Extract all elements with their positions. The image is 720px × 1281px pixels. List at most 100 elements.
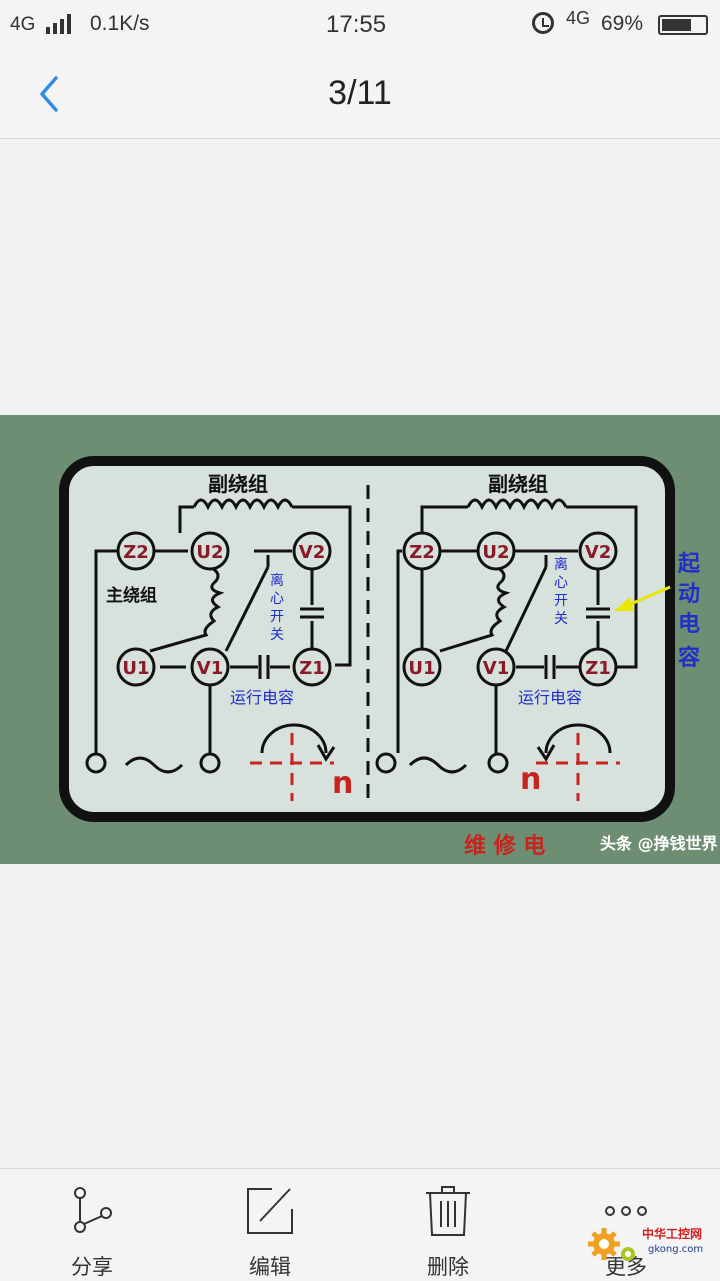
switch-char: 关 bbox=[554, 611, 568, 627]
watermark-white: 头条 @挣钱世界 bbox=[600, 834, 718, 853]
right-terminals: Z2 U2 V2 U1 V1 Z1 bbox=[402, 531, 618, 687]
net-speed: 0.1K/s bbox=[90, 12, 150, 35]
terminal-circle bbox=[476, 531, 516, 571]
status-bar: 4G 0.1K/s 17:55 4G 69% bbox=[0, 0, 720, 50]
run-cap-label: 运行电容 bbox=[518, 688, 582, 707]
photo-viewer[interactable]: Z2 U2 V2 U1 V1 Z1 副绕组 主绕组 离 心 开 关 运行电容 n bbox=[0, 415, 720, 864]
title-bar: 3/11 bbox=[0, 50, 720, 139]
terminal-u1: U1 bbox=[408, 658, 435, 679]
switch-char: 开 bbox=[554, 593, 568, 609]
motor-wiring-diagram-photo: Z2 U2 V2 U1 V1 Z1 副绕组 主绕组 离 心 开 关 运行电容 n bbox=[0, 415, 720, 864]
rotation-n: n bbox=[520, 762, 541, 797]
centrifugal-switch-label: 离 心 开 关 bbox=[270, 572, 284, 643]
terminal-v2: V2 bbox=[585, 542, 611, 563]
switch-char: 关 bbox=[270, 627, 284, 643]
wire bbox=[178, 505, 194, 513]
terminal-z2: Z2 bbox=[409, 542, 435, 563]
switch-char: 心 bbox=[270, 591, 284, 607]
share-label: 分享 bbox=[71, 1256, 113, 1279]
wire bbox=[94, 549, 118, 753]
chevron-left-icon bbox=[40, 76, 58, 112]
more-button[interactable]: 更多 bbox=[566, 1183, 686, 1279]
terminal-v1: V1 bbox=[197, 658, 223, 679]
terminal-post bbox=[199, 752, 221, 774]
switch-char: 离 bbox=[270, 572, 284, 589]
battery-percent: 69% bbox=[601, 12, 644, 35]
main-winding-coil bbox=[149, 565, 225, 653]
main-winding-label: 主绕组 bbox=[106, 585, 157, 606]
terminal-z1: Z1 bbox=[585, 658, 611, 679]
left-terminals: Z2 U2 V2 U1 V1 Z1 bbox=[116, 531, 332, 687]
aux-winding-label: 副绕组 bbox=[208, 472, 268, 496]
page-counter: 3/11 bbox=[328, 74, 392, 112]
terminal-z1: Z1 bbox=[299, 658, 325, 679]
aux-winding-label: 副绕组 bbox=[488, 472, 548, 496]
centrifugal-switch-label: 离 心 开 关 bbox=[554, 556, 568, 627]
terminal-u1: U1 bbox=[122, 658, 149, 679]
switch-char: 开 bbox=[270, 609, 284, 625]
start-cap-char: 电 bbox=[678, 612, 700, 637]
terminal-post bbox=[487, 752, 509, 774]
terminal-circle bbox=[402, 531, 442, 571]
network-type: 4G bbox=[10, 14, 36, 35]
edit-icon bbox=[247, 1188, 293, 1234]
gkong-url: gkong.com bbox=[648, 1244, 703, 1255]
wire bbox=[420, 505, 468, 533]
start-cap-annotation: 起 动 电 容 bbox=[677, 552, 701, 671]
terminal-v2: V2 bbox=[299, 542, 325, 563]
signal-icon bbox=[46, 14, 74, 34]
bottom-toolbar: 分享 编辑 删除 更多 bbox=[0, 1168, 720, 1281]
rotation-n: n bbox=[332, 766, 353, 801]
gkong-watermark: 中华工控网 gkong.com bbox=[586, 1224, 720, 1274]
left-rotation bbox=[250, 723, 336, 801]
terminal-circle bbox=[116, 647, 156, 687]
terminal-post bbox=[375, 752, 397, 774]
terminal-circle bbox=[578, 531, 618, 571]
aux-winding-coil bbox=[466, 498, 568, 511]
switch-char: 离 bbox=[554, 556, 568, 573]
centrifugal-switch bbox=[504, 566, 548, 652]
terminal-circle bbox=[190, 647, 230, 687]
wire bbox=[396, 549, 402, 753]
start-cap-char: 起 bbox=[677, 552, 701, 577]
delete-label: 删除 bbox=[427, 1256, 469, 1279]
terminal-circle bbox=[402, 647, 442, 687]
terminal-v1: V1 bbox=[483, 658, 509, 679]
edit-button[interactable]: 编辑 bbox=[210, 1183, 330, 1279]
yellow-arrow-icon bbox=[614, 585, 671, 611]
alarm-icon bbox=[532, 12, 554, 34]
clock: 17:55 bbox=[326, 11, 387, 38]
back-button[interactable] bbox=[28, 70, 72, 118]
more-label: 更多 bbox=[605, 1256, 647, 1279]
terminal-circle bbox=[190, 531, 230, 571]
edit-label: 编辑 bbox=[249, 1256, 291, 1279]
terminal-circle bbox=[578, 647, 618, 687]
terminal-post bbox=[85, 752, 107, 774]
battery-fill bbox=[662, 19, 691, 31]
aux-winding-coil bbox=[192, 498, 294, 511]
terminal-circle bbox=[292, 531, 332, 571]
terminal-z2: Z2 bbox=[123, 542, 149, 563]
terminal-u2: U2 bbox=[482, 542, 509, 563]
share-button[interactable]: 分享 bbox=[32, 1183, 152, 1279]
right-diagram bbox=[375, 498, 638, 774]
delete-button[interactable]: 删除 bbox=[388, 1183, 508, 1279]
right-rotation bbox=[536, 723, 620, 801]
share-icon bbox=[74, 1187, 112, 1233]
trash-icon bbox=[426, 1186, 470, 1236]
terminal-circle bbox=[292, 647, 332, 687]
watermark-red: 维 修 电 bbox=[464, 833, 545, 859]
main-winding-coil bbox=[439, 565, 511, 653]
centrifugal-switch bbox=[224, 566, 270, 652]
gear-logo-icon: 中华工控网 gkong.com bbox=[588, 1226, 703, 1261]
terminal-circle bbox=[116, 531, 156, 571]
ac-symbol bbox=[124, 756, 184, 774]
wire bbox=[292, 505, 352, 667]
more-icon bbox=[605, 1206, 647, 1216]
start-cap-char: 容 bbox=[678, 645, 700, 671]
gkong-name: 中华工控网 bbox=[642, 1226, 702, 1241]
battery-icon bbox=[658, 15, 708, 35]
left-diagram bbox=[85, 498, 352, 774]
terminal-u2: U2 bbox=[196, 542, 223, 563]
terminal-circle bbox=[476, 647, 516, 687]
